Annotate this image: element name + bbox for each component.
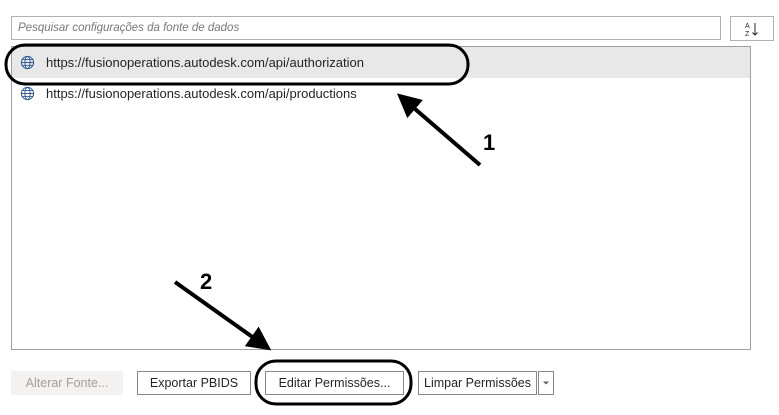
globe-icon [20, 86, 35, 101]
list-item-label: https://fusionoperations.autodesk.com/ap… [46, 55, 364, 70]
clear-permissions-button[interactable]: Limpar Permissões [418, 371, 537, 395]
svg-text:Z: Z [745, 31, 750, 37]
search-box[interactable] [11, 16, 721, 40]
list-item-label: https://fusionoperations.autodesk.com/ap… [46, 86, 357, 101]
edit-permissions-button[interactable]: Editar Permissões... [265, 371, 404, 395]
sort-az-icon: A Z [745, 22, 758, 37]
sort-button[interactable]: A Z [730, 16, 774, 41]
search-input[interactable] [12, 17, 720, 39]
annotation-marker-1: 1 [483, 130, 496, 155]
change-source-button[interactable]: Alterar Fonte... [11, 371, 123, 395]
list-item-authorization[interactable]: https://fusionoperations.autodesk.com/ap… [12, 47, 750, 78]
annotation-marker-2: 2 [200, 269, 213, 294]
globe-icon [20, 55, 35, 70]
export-pbids-button[interactable]: Exportar PBIDS [137, 371, 251, 395]
svg-text:A: A [745, 23, 750, 30]
list-item-productions[interactable]: https://fusionoperations.autodesk.com/ap… [12, 78, 750, 109]
chevron-down-icon [543, 381, 549, 385]
data-source-list: https://fusionoperations.autodesk.com/ap… [11, 46, 751, 350]
clear-permissions-dropdown[interactable] [538, 371, 554, 395]
